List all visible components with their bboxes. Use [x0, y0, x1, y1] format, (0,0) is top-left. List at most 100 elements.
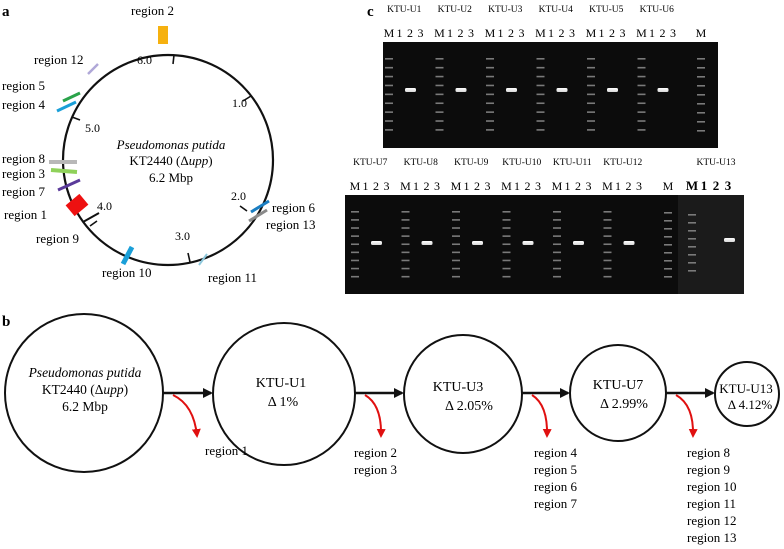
top-gel-ladder-band — [486, 75, 494, 78]
top-gel-ladder-band — [637, 93, 646, 96]
top-gel-ladder-band — [637, 111, 646, 113]
top-gel-lane-label-2-2: 2 — [458, 26, 464, 40]
top-gel-lane-label-5-3: 3 — [620, 26, 626, 40]
bottom-gel-ladder-band — [351, 227, 359, 229]
bottom-gel-ladder-band — [452, 275, 460, 278]
top-gel-product-band — [405, 88, 416, 92]
bottom-gel-lane-label-4-2: 2 — [525, 179, 531, 193]
top-gel-ladder-band — [536, 120, 545, 122]
bottom-gel-ladder-band — [452, 219, 460, 221]
top-gel-ladder-band — [536, 66, 545, 69]
bottom-gel-lane-label-3-3: 3 — [485, 179, 491, 193]
top-gel-strain-label-2: KTU-U2 — [438, 5, 473, 15]
top-gel-ladder-band — [637, 84, 646, 87]
genome-size: 6.2 Mbp — [149, 170, 193, 185]
panel-label-a: a — [2, 4, 10, 20]
bottom-gel-ladder-band — [603, 275, 612, 278]
region-13-marker — [248, 208, 268, 223]
deletion-4-region-12: region 12 — [687, 513, 736, 528]
top-gel-lane-label-1-1: 1 — [397, 26, 403, 40]
bottom-gel-lane-label-6-1: 1 — [615, 179, 621, 193]
tick-label-5.0: 5.0 — [85, 121, 100, 135]
top-gel-ladder-band — [697, 112, 705, 114]
extra-gel-ladder-band — [688, 262, 696, 264]
top-gel-lane-label-1-3: 3 — [418, 26, 424, 40]
bottom-gel-lane-label-3-2: 2 — [474, 179, 480, 193]
strain-delta-u13: Δ 4.12% — [728, 397, 773, 412]
extra-gel-lane-label-1: 1 — [701, 178, 708, 193]
top-gel-ladder-band — [385, 102, 393, 105]
deletion-1-region-1: region 1 — [205, 443, 248, 458]
bottom-gel-ladder-band — [502, 267, 511, 270]
bottom-gel-product-band — [623, 241, 635, 245]
bottom-gel-ladder-band — [603, 211, 612, 213]
region-label-10: region 10 — [102, 265, 151, 280]
bottom-gel-strain-label-5: KTU-U11 — [553, 158, 592, 168]
region-label-2: region 2 — [131, 3, 174, 18]
top-gel-ladder-band — [637, 66, 646, 69]
top-gel-lane-label-1-M: M — [384, 26, 395, 40]
parent-size: 6.2 Mbp — [62, 399, 108, 414]
bottom-gel-strain-label-4: KTU-U10 — [502, 158, 541, 168]
region-label-5: region 5 — [2, 78, 45, 93]
bottom-gel-ladder-band — [553, 259, 561, 262]
bottom-gel-ladder-band — [401, 267, 410, 270]
deletion-4-region-11: region 11 — [687, 496, 736, 511]
top-gel-ladder-band — [435, 66, 444, 69]
top-gel-ladder-band — [486, 58, 494, 60]
extra-gel-ladder-band — [688, 214, 696, 216]
extra-gel-ladder-band — [688, 270, 696, 272]
tick-label-1.0: 1.0 — [232, 96, 247, 110]
bottom-gel-ladder-band — [401, 235, 410, 237]
top-gel-strain-label-3: KTU-U3 — [488, 5, 523, 15]
bottom-gel-ladder-band — [452, 267, 460, 270]
bottom-gel-lane-label-2-3: 3 — [434, 179, 440, 193]
top-gel-ladder-band — [435, 84, 444, 87]
bottom-gel-lane-label-1-M: M — [350, 179, 361, 193]
deletion-4-region-8: region 8 — [687, 445, 730, 460]
top-gel-ladder-band — [486, 111, 494, 113]
region-label-11: region 11 — [208, 270, 257, 285]
top-gel-strain-label-6: KTU-U6 — [640, 5, 675, 15]
region-label-4: region 4 — [2, 97, 45, 112]
bottom-gel-ladder-band — [351, 235, 359, 237]
bottom-gel-ladder-band — [553, 275, 561, 278]
tick-5.0 — [71, 116, 81, 121]
top-gel-ladder-band — [697, 121, 705, 123]
bottom-gel-ladder-band — [351, 243, 359, 246]
region-label-7: region 7 — [2, 184, 45, 199]
bottom-gel-ladder-band — [502, 211, 511, 213]
top-gel-ladder-band — [385, 93, 393, 96]
strain-delta-u1: Δ 1% — [268, 395, 299, 410]
top-gel-ladder-band — [697, 85, 705, 87]
bottom-gel-lane-label-4-M: M — [501, 179, 512, 193]
deletion-4-region-13: region 13 — [687, 530, 736, 545]
bottom-gel-ladder-band — [401, 243, 410, 246]
bottom-gel-lane-label-6-M: M — [602, 179, 613, 193]
tick-label-6.0: 6.0 — [137, 53, 152, 67]
bottom-gel-ladder-band — [502, 219, 511, 221]
bottom-gel-ladder-band — [603, 251, 612, 254]
bottom-gel-ladder-band — [502, 251, 511, 254]
top-gel-ladder-band — [385, 120, 393, 122]
bottom-gel-ladder-band — [553, 235, 561, 237]
region-5-marker — [62, 91, 81, 103]
top-gel-ladder-band — [385, 66, 393, 69]
bottom-gel-ladder-band — [452, 243, 460, 246]
top-gel-ladder-band — [486, 129, 494, 131]
bottom-gel-ladder-band — [664, 220, 672, 222]
top-gel-ladder-band — [587, 75, 595, 78]
top-gel-ladder-band — [435, 111, 444, 113]
top-gel-ladder-band — [536, 129, 545, 131]
top-gel-ladder-band — [435, 93, 444, 96]
bottom-gel-ladder-band — [502, 243, 511, 246]
bottom-gel-strain-label-3: KTU-U9 — [454, 158, 489, 168]
top-gel-ladder-band — [385, 111, 393, 113]
top-gel-strain-label-5: KTU-U5 — [589, 5, 624, 15]
bottom-gel-ladder-band — [603, 259, 612, 262]
top-gel-ladder-band — [435, 120, 444, 122]
bottom-gel-lane-label-5-1: 1 — [565, 179, 571, 193]
bottom-gel-ladder-band — [603, 267, 612, 270]
bottom-gel-ladder-band — [664, 252, 672, 254]
